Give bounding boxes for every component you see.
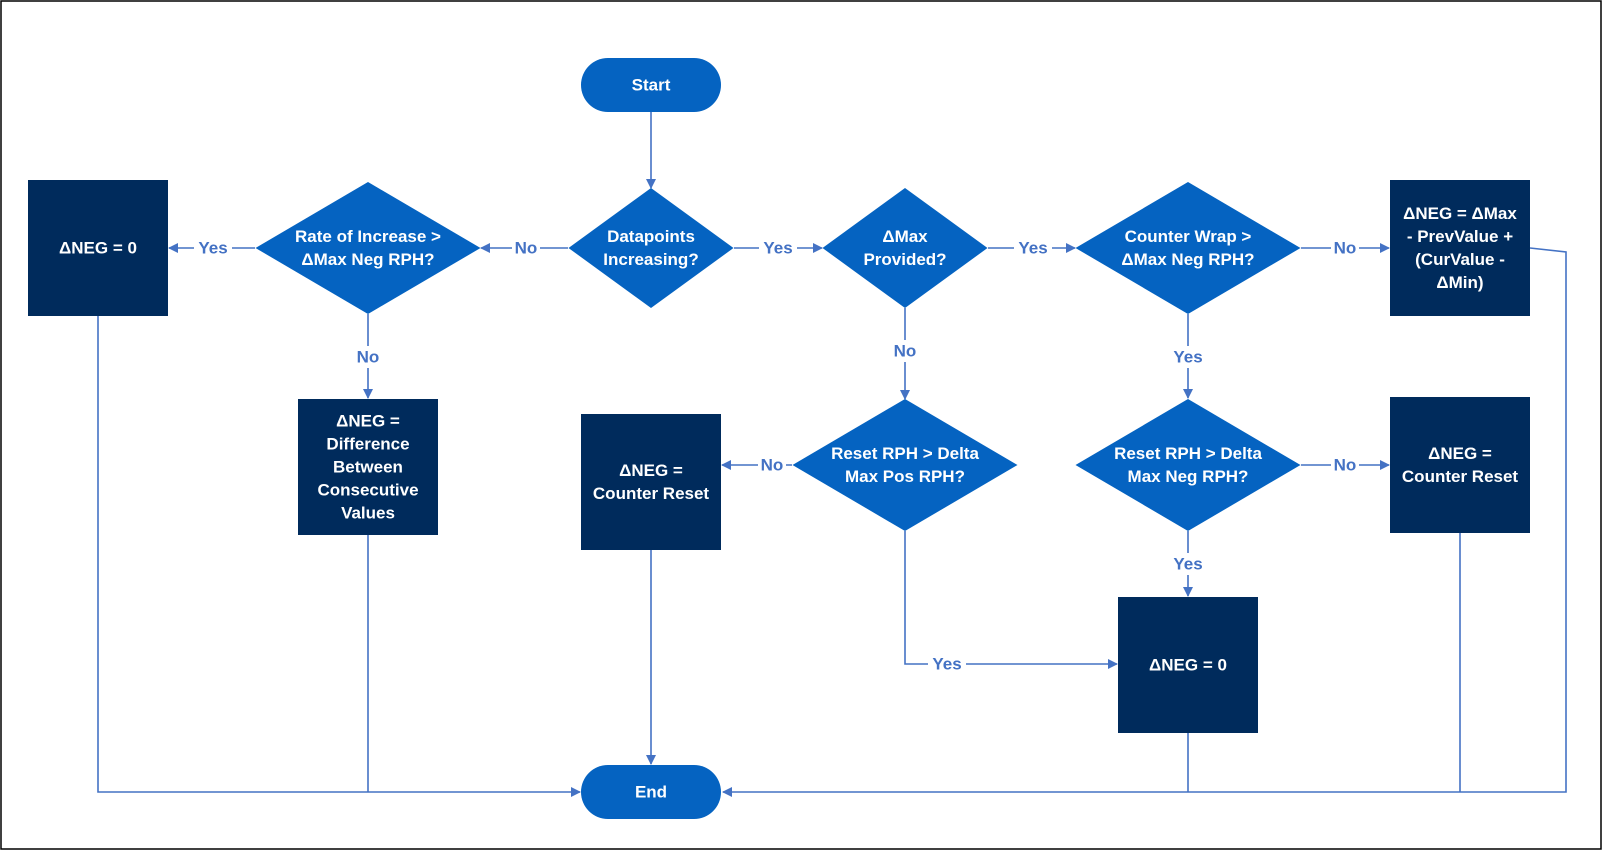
delta-neg-zero-left-shape — [28, 180, 168, 316]
edge-formula-to-end — [722, 247, 1567, 797]
rate-of-increase-shape — [255, 182, 481, 314]
rate-of-increase-label-line-0: Rate of Increase > — [295, 227, 441, 246]
edge-label-max-provided-yes: Yes — [1018, 239, 1047, 258]
datapoints-increasing-label-line-0: Datapoints — [607, 227, 695, 246]
node-delta-neg-counter-reset-right: ΔNEG = Counter Reset — [1390, 397, 1530, 533]
edge-label-reset-pos-no: No — [761, 456, 784, 475]
delta-neg-counter-reset-mid-shape — [581, 414, 721, 550]
edge-label-bg-rate-no — [354, 346, 382, 368]
edge-label-datapoints-no: No — [515, 239, 538, 258]
edge-label-bg-datapoints-yes — [759, 237, 797, 259]
delta-neg-difference-label-line-2: Between — [333, 458, 403, 477]
node-end: End — [581, 765, 721, 819]
datapoints-increasing-shape — [568, 188, 734, 308]
edge-label-rate-yes: Yes — [198, 239, 227, 258]
edge-label-bg-reset-pos-no — [758, 454, 786, 476]
edge-label-reset-neg-yes: Yes — [1173, 555, 1202, 574]
delta-neg-formula-label-line-2: (CurValue - — [1415, 250, 1505, 269]
rate-of-increase-label-line-1: ΔMax Neg RPH? — [301, 250, 434, 269]
start-label-line-0: Start — [632, 76, 671, 95]
start-shape — [581, 58, 721, 112]
reset-rph-neg-label-line-1: Max Neg RPH? — [1128, 467, 1249, 486]
edge-label-bg-reset-neg-no — [1331, 454, 1359, 476]
edge-zero-left-to-end — [97, 316, 581, 797]
delta-neg-formula-label-line-0: ΔNEG = ΔMax — [1403, 204, 1517, 223]
delta-neg-counter-reset-right-shape — [1390, 397, 1530, 533]
reset-rph-pos-label-line-1: Max Pos RPH? — [845, 467, 965, 486]
edge-label-bg-reset-pos-yes — [928, 653, 966, 675]
delta-neg-formula-shape — [1390, 180, 1530, 316]
delta-max-provided-label-line-1: Provided? — [863, 250, 946, 269]
delta-neg-zero-bottom-shape — [1118, 597, 1258, 733]
edge-label-reset-neg-no: No — [1334, 456, 1357, 475]
node-start: Start — [581, 58, 721, 112]
node-rate-of-increase: Rate of Increase > ΔMax Neg RPH? — [255, 182, 481, 314]
delta-neg-counter-reset-right-label-line-1: Counter Reset — [1402, 467, 1519, 486]
edge-label-bg-datapoints-no — [512, 237, 540, 259]
end-label-line-0: End — [635, 783, 667, 802]
edge-label-bg-max-provided-yes — [1014, 237, 1052, 259]
delta-neg-difference-label-line-3: Consecutive — [317, 481, 418, 500]
node-delta-neg-zero-left: ΔNEG = 0 — [28, 180, 168, 316]
counter-wrap-label-line-0: Counter Wrap > — [1125, 227, 1252, 246]
edge-label-bg-counter-wrap-yes — [1169, 346, 1207, 368]
delta-neg-formula-label-line-1: - PrevValue + — [1407, 227, 1513, 246]
edge-label-counter-wrap-yes: Yes — [1173, 348, 1202, 367]
delta-neg-difference-label-line-1: Difference — [326, 435, 409, 454]
delta-max-provided-label-line-0: ΔMax — [882, 227, 928, 246]
reset-rph-neg-shape — [1075, 399, 1301, 531]
edge-label-reset-pos-yes: Yes — [932, 655, 961, 674]
delta-neg-difference-shape — [298, 399, 438, 535]
edge-label-bg-rate-yes — [194, 237, 232, 259]
delta-max-provided-shape — [822, 188, 988, 308]
edge-label-bg-max-provided-no — [891, 340, 919, 362]
datapoints-increasing-label-line-1: Increasing? — [603, 250, 698, 269]
delta-neg-difference-label-line-0: ΔNEG = — [336, 412, 400, 431]
delta-neg-counter-reset-mid-label-line-1: Counter Reset — [593, 484, 710, 503]
delta-neg-zero-left-label-line-0: ΔNEG = 0 — [59, 239, 137, 258]
edge-reset-pos-yes — [904, 531, 1118, 669]
counter-wrap-shape — [1075, 182, 1301, 314]
delta-neg-formula-label-line-3: ΔMin) — [1436, 273, 1483, 292]
end-shape — [581, 765, 721, 819]
node-delta-neg-counter-reset-mid: ΔNEG = Counter Reset — [581, 414, 721, 550]
delta-neg-counter-reset-mid-label-line-0: ΔNEG = — [619, 461, 683, 480]
edge-label-max-provided-no: No — [894, 342, 917, 361]
reset-rph-pos-shape — [792, 399, 1018, 531]
edge-label-bg-reset-neg-yes — [1169, 553, 1207, 575]
edge-label-counter-wrap-no: No — [1334, 239, 1357, 258]
reset-rph-neg-label-line-0: Reset RPH > Delta — [1114, 444, 1262, 463]
edge-label-bg-counter-wrap-no — [1331, 237, 1359, 259]
node-delta-neg-zero-bottom: ΔNEG = 0 — [1118, 597, 1258, 733]
delta-neg-counter-reset-right-label-line-0: ΔNEG = — [1428, 444, 1492, 463]
delta-neg-difference-label-line-4: Values — [341, 504, 395, 523]
node-delta-neg-formula: ΔNEG = ΔMax - PrevValue + (CurValue - ΔMin) — [1390, 180, 1530, 316]
delta-neg-zero-bottom-label-line-0: ΔNEG = 0 — [1149, 656, 1227, 675]
reset-rph-pos-label-line-0: Reset RPH > Delta — [831, 444, 979, 463]
edge-label-datapoints-yes: Yes — [763, 239, 792, 258]
edge-label-rate-no: No — [357, 348, 380, 367]
node-counter-wrap: Counter Wrap > ΔMax Neg RPH? — [1075, 182, 1301, 314]
counter-wrap-label-line-1: ΔMax Neg RPH? — [1121, 250, 1254, 269]
